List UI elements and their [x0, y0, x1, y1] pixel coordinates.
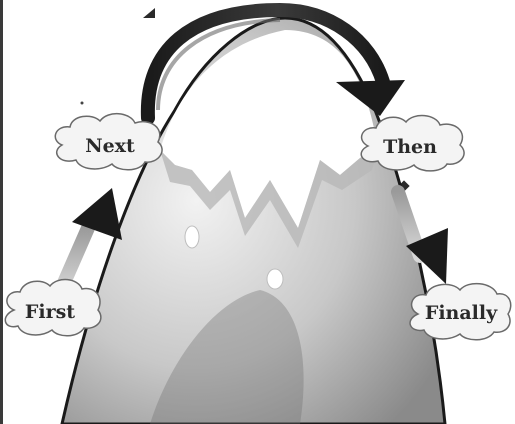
step-label-finally: Finally — [425, 302, 498, 324]
left-border — [0, 0, 3, 424]
step-cloud-next: Next — [55, 114, 162, 170]
step-label-then: Then — [383, 136, 437, 158]
mountain-left-eye — [185, 226, 199, 248]
step-label-first: First — [25, 301, 75, 323]
step-label-next: Next — [85, 135, 135, 157]
mountain-right-eye — [267, 269, 283, 289]
top-tick-mark — [143, 8, 155, 18]
step-cloud-first: First — [5, 280, 101, 336]
speck-mark — [81, 102, 84, 105]
